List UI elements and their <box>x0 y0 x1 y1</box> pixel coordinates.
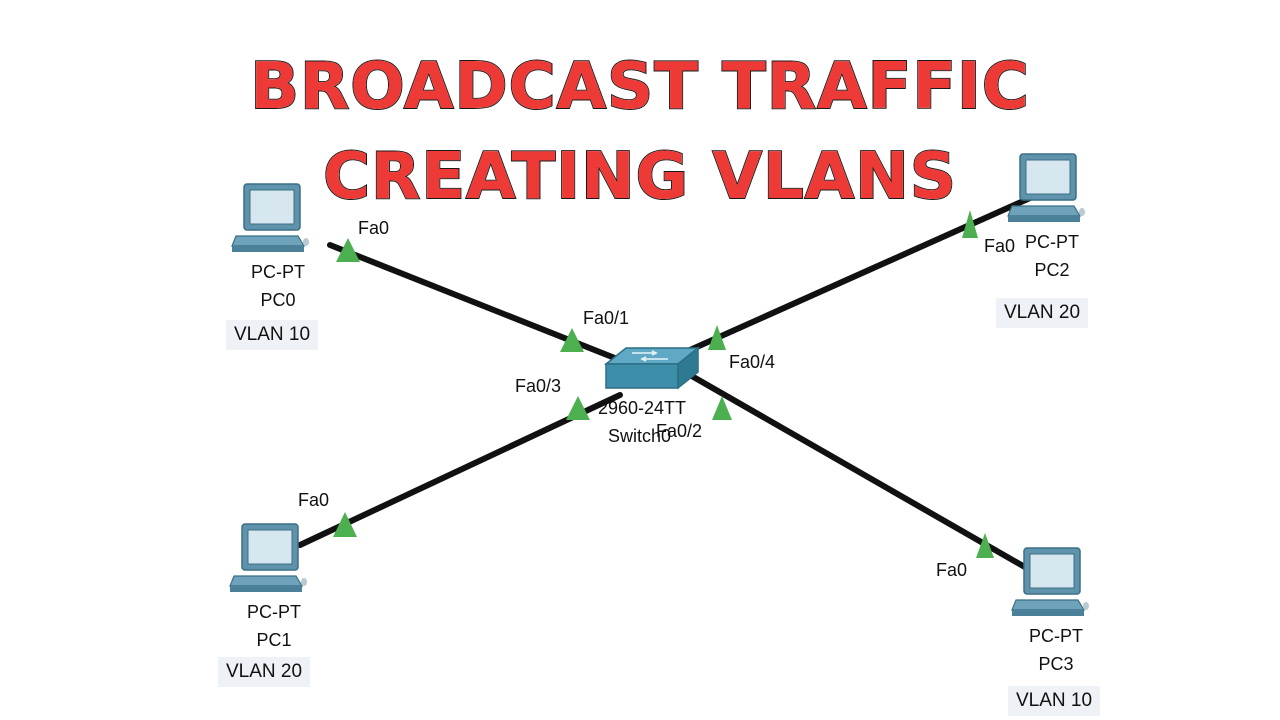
port-up-indicator-switch-fa0-1 <box>560 328 584 352</box>
port-up-indicator-switch-fa0-2 <box>712 396 732 420</box>
pc0-port-label: Fa0 <box>358 218 390 238</box>
pc2-name-label: PC2 <box>1034 260 1070 280</box>
pc2-type-label: PC-PT <box>1025 232 1079 252</box>
pc3-name-label: PC3 <box>1038 654 1074 674</box>
pc1-name-label: PC1 <box>256 630 292 650</box>
port-up-indicator-switch-fa0-4 <box>708 325 726 350</box>
switch-port-label-fa0-1: Fa0/1 <box>583 308 630 328</box>
port-up-indicator-pc1 <box>333 512 357 537</box>
pc3-type-label: PC-PT <box>1029 626 1083 646</box>
pc3-port-label: Fa0 <box>936 560 968 580</box>
pc2-port-label: Fa0 <box>984 236 1016 256</box>
pc3-vlan-badge: VLAN 10 <box>1008 686 1101 716</box>
link-pc2-switch[interactable] <box>687 195 1033 353</box>
port-up-indicator-pc3 <box>976 533 994 558</box>
port-up-indicator-pc2 <box>962 210 978 238</box>
switch-name-label: Switch0 <box>608 426 672 446</box>
title-line-1: BROADCAST TRAFFIC <box>249 49 1030 125</box>
link-pc0-switch[interactable] <box>327 242 653 375</box>
pc1-port-label: Fa0 <box>298 490 330 510</box>
switch-model-label: 2960-24TT <box>598 398 687 418</box>
link-pc3-switch[interactable] <box>687 372 1033 573</box>
pc0-vlan-badge: VLAN 10 <box>226 320 319 350</box>
pc3-computer-icon[interactable] <box>1010 544 1090 624</box>
switch-icon[interactable] <box>596 342 706 392</box>
pc2-computer-icon[interactable] <box>1006 150 1086 230</box>
pc0-type-label: PC-PT <box>251 262 305 282</box>
pc0-name-label: PC0 <box>260 290 296 310</box>
switch-port-label-fa0-2: Fa0/2 <box>656 421 703 441</box>
switch-port-label-fa0-3: Fa0/3 <box>515 376 562 396</box>
pc0-computer-icon[interactable] <box>230 180 310 260</box>
title-line-2: CREATING VLANS <box>322 139 957 215</box>
port-up-indicator-pc0 <box>336 238 360 262</box>
pc1-vlan-badge: VLAN 20 <box>218 657 311 687</box>
port-up-indicator-switch-fa0-3 <box>566 396 590 420</box>
pc2-vlan-badge: VLAN 20 <box>996 298 1089 328</box>
switch-port-label-fa0-4: Fa0/4 <box>729 352 776 372</box>
pc1-type-label: PC-PT <box>247 602 301 622</box>
pc1-computer-icon[interactable] <box>228 520 308 600</box>
